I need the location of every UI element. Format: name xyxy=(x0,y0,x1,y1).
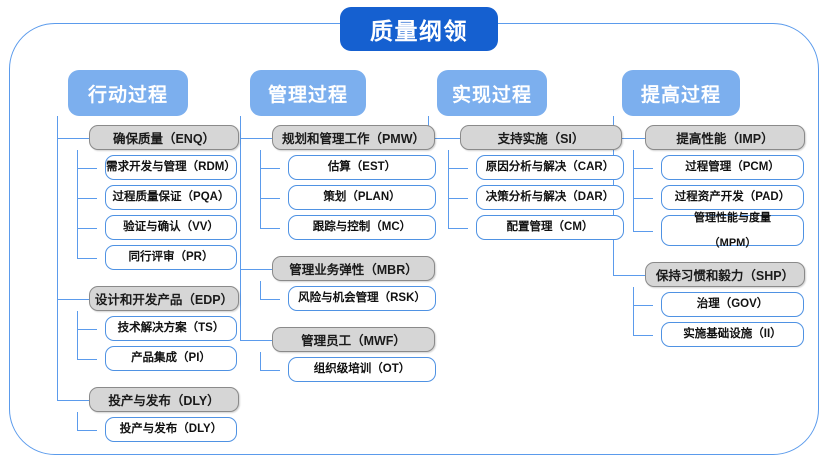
child-node[interactable]: 估算（EST） xyxy=(288,155,436,180)
connector-child-stub xyxy=(77,227,97,229)
child-node[interactable]: 组织级培训（OT） xyxy=(288,357,436,382)
child-node[interactable]: 过程资产开发（PAD） xyxy=(661,185,804,210)
diagram-title: 质量纲领 xyxy=(340,7,498,51)
child-node[interactable]: 需求开发与管理（RDM） xyxy=(105,155,237,180)
connector-child-stub xyxy=(448,227,468,229)
connector-child-stub xyxy=(77,197,97,199)
connector-sub-spine xyxy=(77,412,79,430)
parent-node[interactable]: 设计和开发产品（EDP） xyxy=(89,286,239,311)
connector-child-stub xyxy=(77,257,97,259)
parent-node[interactable]: 确保质量（ENQ） xyxy=(89,125,239,150)
connector-child-stub xyxy=(633,334,653,336)
connector-parent-stub xyxy=(428,137,460,139)
connector-parent-stub xyxy=(240,339,272,341)
connector-child-stub xyxy=(633,197,653,199)
parent-node[interactable]: 投产与发布（DLY） xyxy=(89,387,239,412)
column-header-2[interactable]: 管理过程 xyxy=(250,70,366,116)
connector-parent-stub xyxy=(613,137,645,139)
parent-node[interactable]: 保持习惯和毅力（SHP） xyxy=(645,262,805,287)
child-node[interactable]: 技术解决方案（TS） xyxy=(105,316,237,341)
connector-parent-stub xyxy=(57,298,89,300)
connector-child-stub xyxy=(633,304,653,306)
connector-parent-stub xyxy=(57,399,89,401)
connector-child-stub xyxy=(448,167,468,169)
connector-sub-spine xyxy=(77,150,79,258)
child-node[interactable]: 决策分析与解决（DAR） xyxy=(476,185,624,210)
connector-parent-stub xyxy=(240,268,272,270)
connector-sub-spine xyxy=(260,352,262,370)
column-header-4[interactable]: 提高过程 xyxy=(622,70,740,116)
child-node[interactable]: 配置管理（CM） xyxy=(476,215,624,240)
connector-sub-spine xyxy=(260,281,262,299)
child-node[interactable]: 原因分析与解决（CAR） xyxy=(476,155,624,180)
child-node[interactable]: 过程质量保证（PQA） xyxy=(105,185,237,210)
connector-child-stub xyxy=(260,197,280,199)
connector-parent-stub xyxy=(240,137,272,139)
connector-child-stub xyxy=(260,298,280,300)
child-node[interactable]: 策划（PLAN） xyxy=(288,185,436,210)
child-node[interactable]: 管理性能与度量（MPM） xyxy=(661,212,804,249)
child-node[interactable]: 产品集成（PI） xyxy=(105,346,237,371)
parent-node[interactable]: 管理业务弹性（MBR） xyxy=(272,256,435,281)
child-node[interactable]: 过程管理（PCM） xyxy=(661,155,804,180)
connector-column-spine xyxy=(57,116,59,400)
parent-node[interactable]: 规划和管理工作（PMW） xyxy=(272,125,435,150)
parent-node[interactable]: 支持实施（SI） xyxy=(460,125,622,150)
connector-child-stub xyxy=(77,358,97,360)
child-node[interactable]: 投产与发布（DLY） xyxy=(105,417,237,442)
child-node[interactable]: 验证与确认（VV） xyxy=(105,215,237,240)
column-header-1[interactable]: 行动过程 xyxy=(68,70,188,116)
child-node[interactable]: 风险与机会管理（RSK） xyxy=(288,286,436,311)
connector-sub-spine xyxy=(448,150,450,228)
connector-parent-stub xyxy=(613,274,645,276)
connector-parent-stub xyxy=(57,137,89,139)
connector-child-stub xyxy=(448,197,468,199)
parent-node[interactable]: 提高性能（IMP） xyxy=(645,125,805,150)
parent-node[interactable]: 管理员工（MWF） xyxy=(272,327,435,352)
connector-sub-spine xyxy=(633,150,635,231)
connector-child-stub xyxy=(633,167,653,169)
child-node[interactable]: 同行评审（PR） xyxy=(105,245,237,270)
child-node[interactable]: 治理（GOV） xyxy=(661,292,804,317)
child-node[interactable]: 跟踪与控制（MC） xyxy=(288,215,436,240)
connector-child-stub xyxy=(260,227,280,229)
column-header-3[interactable]: 实现过程 xyxy=(437,70,547,116)
child-node[interactable]: 实施基础设施（II） xyxy=(661,322,804,347)
connector-child-stub xyxy=(77,429,97,431)
connector-sub-spine xyxy=(260,150,262,228)
connector-column-spine xyxy=(240,116,242,340)
connector-child-stub xyxy=(633,230,653,232)
connector-sub-spine xyxy=(77,311,79,359)
connector-child-stub xyxy=(77,328,97,330)
connector-child-stub xyxy=(260,167,280,169)
connector-sub-spine xyxy=(633,287,635,335)
connector-child-stub xyxy=(260,369,280,371)
connector-child-stub xyxy=(77,167,97,169)
